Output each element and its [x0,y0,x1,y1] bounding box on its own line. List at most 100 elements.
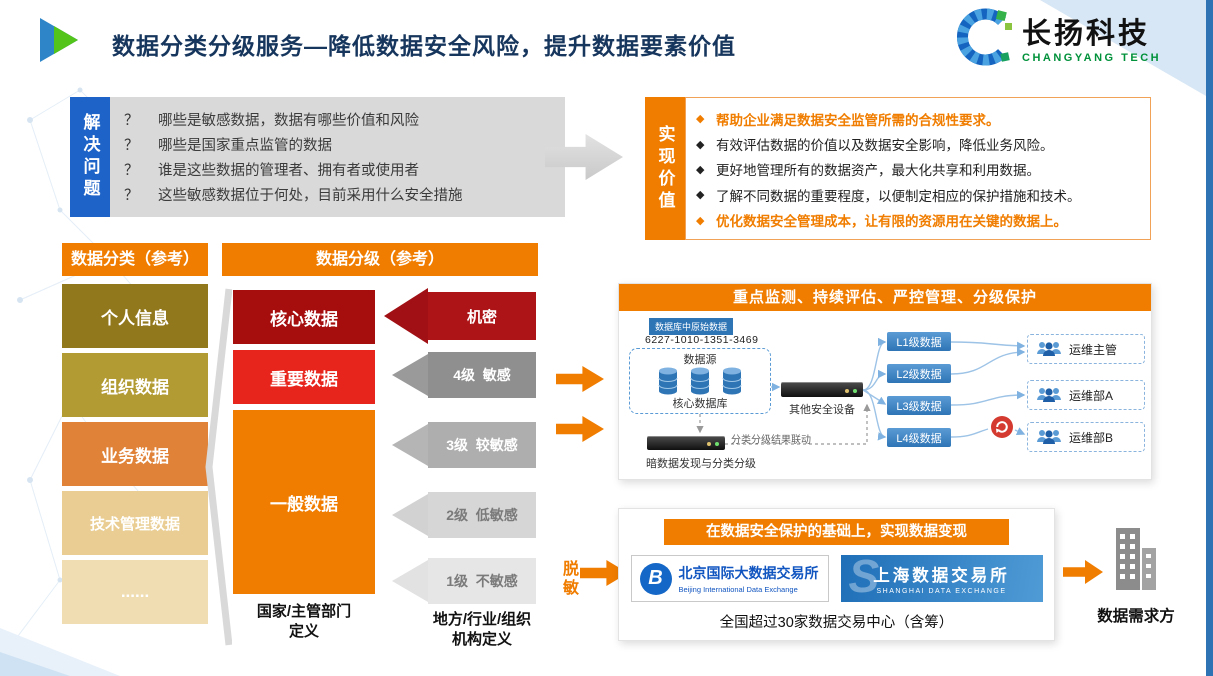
linkage-label: 分类分级结果联动 [731,435,811,446]
question-mark-icon: ？ [124,113,139,129]
diamond-bullet-icon: ◆ [696,189,705,202]
demand-label: 数据需求方 [1097,608,1175,625]
grading-level: 核心数据 [233,290,375,344]
database-icon [690,367,710,395]
value-text: 优化数据安全管理成本，让有限的资源用在关键的数据上。 [716,214,1067,230]
question-mark-icon: ？ [124,188,139,204]
chevron-left-icon [392,560,428,602]
monitoring-panel: 重点监测、持续评估、严控管理、分级保护 [618,283,1152,480]
exchange-panel-header: 在数据安全保护的基础上，实现数据变现 [664,519,1009,545]
exchange-logos: B 北京国际大数据交易所 Beijing International Data … [619,555,1054,602]
brace-decoration [205,288,232,646]
classification-item: 业务数据 [62,422,208,486]
chevron-left-icon [392,354,428,396]
problem-text: 哪些是国家重点监管的数据 [158,138,332,154]
exchange-footer: 全国超过30家数据交易中心（含筹） [719,615,954,631]
core-db-label: 核心数据库 [672,398,728,410]
database-icon [658,367,678,395]
data-level-box: L3级数据 [887,396,951,415]
classification-item: 技术管理数据 [62,491,208,555]
users-icon [1037,342,1061,356]
problem-item: ？ 哪些是国家重点监管的数据 [124,132,551,157]
problems-box: ？ 哪些是敏感数据，数据有哪些价值和风险 ？ 哪些是国家重点监管的数据 ？ 谁是… [110,97,565,217]
problem-text: 这些敏感数据位于何处，目前采用什么安全措施 [158,188,463,204]
grading-levels-footer: 国家/主管部门 定义 [256,603,352,641]
problem-item: ？ 这些敏感数据位于何处，目前采用什么安全措施 [124,182,551,207]
raw-data-tag: 数据库中原始数据 [649,318,734,335]
problem-text: 谁是这些数据的管理者、拥有者或使用者 [158,163,419,179]
play-icon [40,18,78,62]
value-text: 了解不同数据的重要程度，以便制定相应的保护措施和技术。 [716,188,1081,204]
value-item: ◆ 了解不同数据的重要程度，以便制定相应的保护措施和技术。 [696,182,1140,207]
value-text: 帮助企业满足数据安全监管所需的合规性要求。 [716,112,1000,128]
role-box: 运维部B [1027,422,1145,452]
diamond-bullet-icon: ◆ [696,163,705,176]
classification-header: 数据分类（参考） [62,243,208,276]
value-item: ◆ 有效评估数据的价值以及数据安全影响，降低业务风险。 [696,131,1140,156]
value-text: 有效评估数据的价值以及数据安全影响，降低业务风险。 [716,138,1054,154]
grading-level: 重要数据 [233,350,375,404]
sensitivity-level: 机密 [428,292,536,340]
data-level-box: L4级数据 [887,428,951,447]
role-box: 运维主管 [1027,334,1145,364]
role-label: 运维主管 [1069,342,1118,357]
building-icon [1116,528,1156,590]
diamond-bullet-icon: ◆ [696,138,705,151]
database-icons [657,367,743,395]
question-mark-icon: ？ [124,163,139,179]
discovery-appliance-icon [647,436,725,450]
sensitivity-level: 3级 较敏感 [428,422,536,468]
desensitize-label: 脱敏 [560,560,577,598]
flow-arrow-icon [556,366,604,392]
exchange-panel: 在数据安全保护的基础上，实现数据变现 B 北京国际大数据交易所 Beijing … [618,508,1055,641]
chevron-left-icon [392,424,428,466]
logo-name: 长扬科技 [1022,18,1151,50]
right-edge-strip [1206,0,1213,676]
value-item: ◆ 帮助企业满足数据安全监管所需的合规性要求。 [696,106,1140,131]
datasource-label: 数据源 [683,354,717,366]
role-box: 运维部A [1027,380,1145,410]
database-icon [722,367,742,395]
flow-arrow-icon [556,416,604,442]
company-logo: 长扬科技 CHANGYANG TECH [956,8,1161,66]
role-label: 运维部A [1069,388,1114,403]
value-item: ◆ 更好地管理所有的数据资产，最大化共享和利用数据。 [696,157,1140,182]
shanghai-exchange-subtitle: SHANGHAI DATA EXCHANGE [876,588,1007,595]
shanghai-exchange-logo: S 上海数据交易所 SHANGHAI DATA EXCHANGE [840,555,1043,602]
classification-item: 个人信息 [62,284,208,348]
shanghai-exchange-name: 上海数据交易所 [873,567,1010,585]
beijing-exchange-subtitle: Beijing International Data Exchange [678,585,798,594]
problem-item: ？ 谁是这些数据的管理者、拥有者或使用者 [124,157,551,182]
monitoring-panel-header: 重点监测、持续评估、严控管理、分级保护 [619,284,1151,311]
problem-item: ？ 哪些是敏感数据，数据有哪些价值和风险 [124,107,551,132]
problems-label: 解决问题 [70,97,110,217]
classification-list: 个人信息 组织数据 业务数据 技术管理数据 ...... [62,284,208,629]
value-item: ◆ 优化数据安全管理成本，让有限的资源用在关键的数据上。 [696,208,1140,233]
role-label: 运维部B [1069,430,1114,445]
other-device-label: 其他安全设备 [789,404,855,416]
users-icon [1037,430,1061,444]
problem-text: 哪些是敏感数据，数据有哪些价值和风险 [158,113,419,129]
sensitivity-footer: 地方/行业/组织 机构定义 [432,611,532,649]
sync-icon [991,416,1013,438]
flow-arrow-icon [1063,560,1103,584]
diamond-bullet-icon: ◆ [696,113,705,126]
users-icon [1037,388,1061,402]
security-appliance-icon [781,382,863,397]
logo-subtitle: CHANGYANG TECH [1022,52,1162,64]
classification-item: ...... [62,560,208,624]
value-text: 更好地管理所有的数据资产，最大化共享和利用数据。 [716,163,1040,179]
values-label: 实现价值 [645,97,685,240]
connector-lines [696,337,1026,445]
grading-level: 一般数据 [233,410,375,594]
sensitivity-level: 2级 低敏感 [428,492,536,538]
discovery-label: 暗数据发现与分类分级 [646,458,756,470]
data-level-box: L1级数据 [887,332,951,351]
chevron-left-icon [384,288,428,344]
card-number-text: 6227-1010-1351-3469 [645,334,759,346]
beijing-exchange-name: 北京国际大数据交易所 [678,565,819,581]
beijing-logo-icon: B [639,562,672,595]
changyang-logo-icon [956,8,1012,66]
sensitivity-level: 1级 不敏感 [428,558,536,604]
data-level-box: L2级数据 [887,364,951,383]
